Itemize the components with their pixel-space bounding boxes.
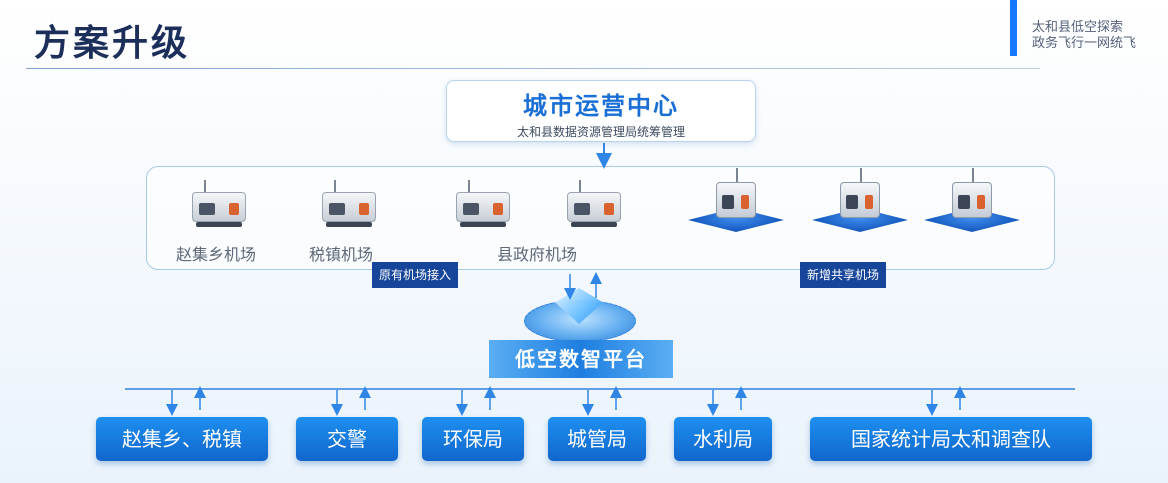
dept-statistics-team: 国家统计局太和调查队 <box>810 417 1092 461</box>
airport-label-shuizhen: 税镇机场 <box>309 245 374 264</box>
drone-dock-icon <box>190 180 248 230</box>
dept-traffic-police: 交警 <box>296 417 398 461</box>
dept-environment: 环保局 <box>422 417 524 461</box>
operations-center-title: 城市运营中心 <box>523 92 679 120</box>
shared-dock-icon <box>812 168 908 240</box>
shared-dock-icon <box>924 168 1020 240</box>
top-right-caption: 太和县低空探索 政务飞行一网统飞 <box>1032 20 1136 52</box>
drone-dock-icon <box>320 180 378 230</box>
title-divider <box>26 68 1040 69</box>
drone-dock-icon <box>565 180 623 230</box>
top-accent-bar <box>1010 0 1017 56</box>
dept-zhaoji-shuizhen: 赵集乡、税镇 <box>96 417 268 461</box>
tag-new-shared-airports: 新增共享机场 <box>800 262 887 288</box>
dept-urban-management: 城管局 <box>548 417 646 461</box>
platform-label: 低空数智平台 <box>489 340 673 378</box>
top-right-line1: 太和县低空探索 <box>1032 20 1124 35</box>
page-title: 方案升级 <box>34 23 191 64</box>
tag-existing-airports: 原有机场接入 <box>372 262 459 288</box>
drone-dock-icon <box>454 180 512 230</box>
shared-dock-icon <box>688 168 784 240</box>
airport-label-county-gov: 县政府机场 <box>497 245 578 264</box>
dept-water-resources: 水利局 <box>674 417 772 461</box>
department-bus-line <box>125 388 1075 390</box>
operations-center-box: 城市运营中心 太和县数据资源管理局统筹管理 <box>446 80 756 142</box>
operations-center-subtitle: 太和县数据资源管理局统筹管理 <box>516 125 685 139</box>
top-right-line2: 政务飞行一网统飞 <box>1032 36 1137 51</box>
airport-label-zhaoji: 赵集乡机场 <box>176 245 257 264</box>
